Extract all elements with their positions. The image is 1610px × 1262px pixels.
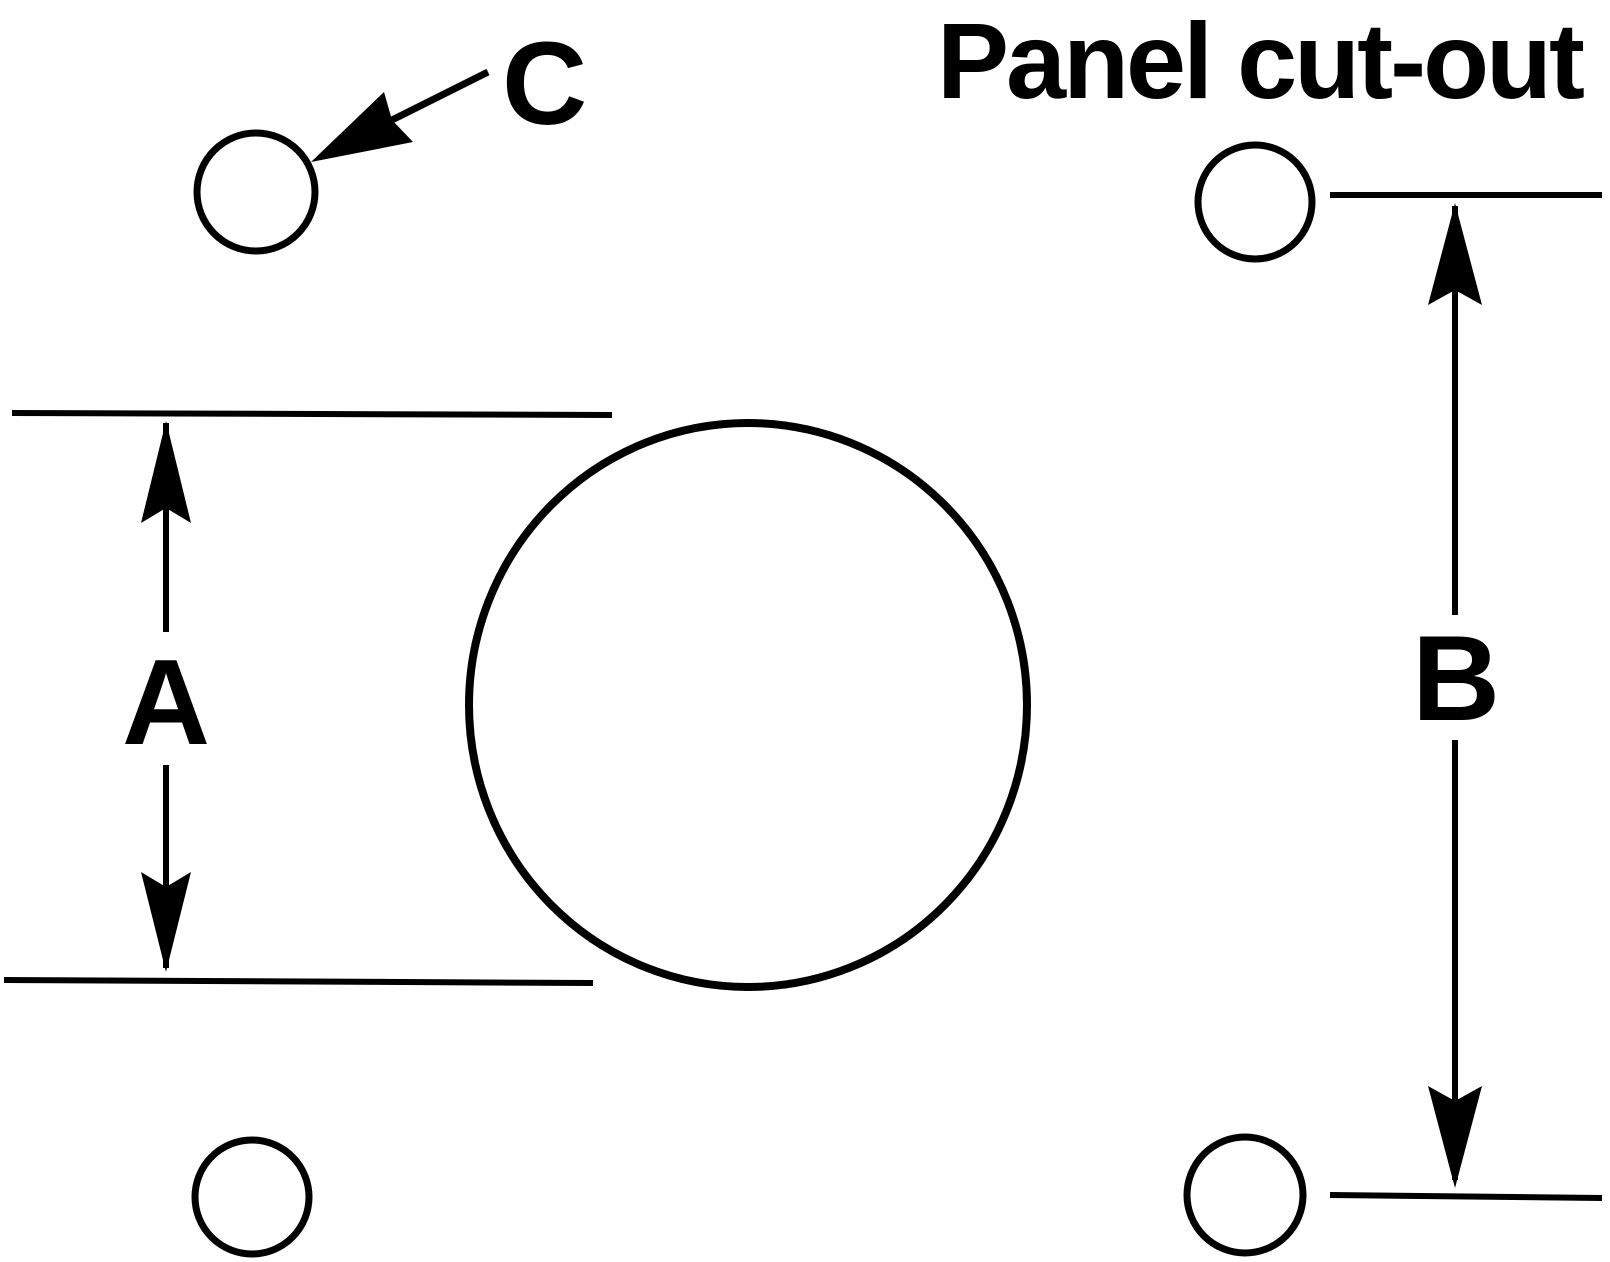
- label-a: A: [122, 634, 210, 770]
- extension-line-a-top: [11, 410, 613, 418]
- label-c: C: [502, 18, 587, 150]
- dimension-arrowhead-b-bottom: [1428, 1086, 1482, 1188]
- dimension-arrowhead-a-bottom: [141, 872, 191, 972]
- label-b: B: [1412, 610, 1500, 746]
- main-cutout-circle: [465, 419, 1031, 991]
- mounting-hole-bottom-right: [1183, 1133, 1307, 1257]
- leader-line-c: [388, 68, 490, 125]
- mounting-hole-bottom-left: [191, 1136, 313, 1258]
- extension-line-a-bottom: [3, 977, 594, 986]
- mounting-hole-top-right: [1194, 141, 1316, 263]
- extension-line-b-bottom: [1329, 1192, 1603, 1201]
- leader-arrowhead-c: [311, 92, 413, 162]
- dimension-arrowhead-a-top: [141, 421, 191, 523]
- dimension-arrowhead-b-top: [1428, 203, 1482, 305]
- diagram-title: Panel cut-out: [937, 0, 1584, 121]
- mounting-hole-top-left: [193, 129, 319, 255]
